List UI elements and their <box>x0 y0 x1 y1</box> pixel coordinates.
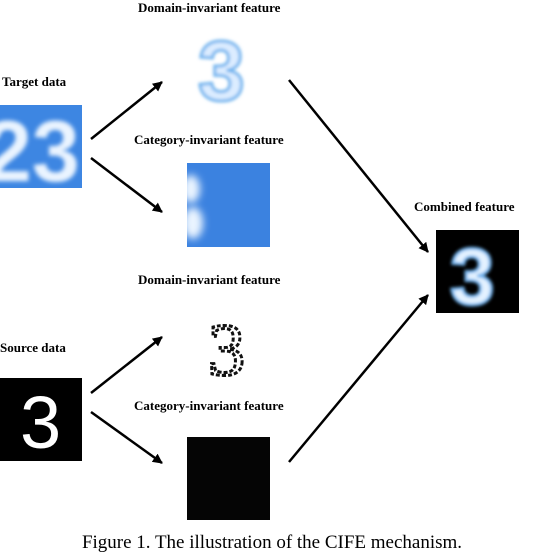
source-digit: 3 <box>20 381 61 461</box>
arrow-domain-to-combined <box>288 79 429 253</box>
target-feature-digit: 3 <box>198 24 245 110</box>
target-feature-digit-graphic: 3 <box>197 24 247 110</box>
source-feature-digit: 3 <box>208 310 245 385</box>
source-category-invariant-label: Category-invariant feature <box>134 398 284 413</box>
arrow-target-to-category <box>90 157 163 213</box>
target-domain-invariant-image: 3 <box>190 24 266 110</box>
target-digits-text: 23 <box>0 105 80 188</box>
source-data-label: Source data <box>0 340 66 355</box>
target-category-blur <box>187 175 203 239</box>
source-category-invariant-image <box>187 437 270 520</box>
target-category-invariant-image <box>187 163 270 247</box>
figure-caption: Figure 1. The illustration of the CIFE m… <box>81 532 463 553</box>
target-category-invariant-label: Category-invariant feature <box>134 132 284 147</box>
source-data-image: 3 <box>0 378 82 461</box>
arrow-source-to-category <box>90 410 163 465</box>
combined-digit-graphic: 3 <box>449 231 497 314</box>
combined-feature-label: Combined feature <box>414 199 515 214</box>
target-digits-graphic: 23 <box>0 105 80 188</box>
arrow-category-to-combined <box>288 294 429 463</box>
target-data-image: 23 <box>0 105 82 188</box>
source-domain-invariant-label: Domain-invariant feature <box>138 272 281 287</box>
combined-digit: 3 <box>450 232 495 313</box>
source-digit-graphic: 3 <box>20 381 61 461</box>
arrow-source-to-domain <box>90 336 163 394</box>
source-feature-digit-graphic: 3 <box>207 309 247 386</box>
target-domain-invariant-label: Domain-invariant feature <box>138 0 281 15</box>
target-data-label: Target data <box>2 74 67 89</box>
combined-feature-image: 3 <box>436 230 519 313</box>
source-domain-invariant-image: 3 <box>196 305 266 385</box>
arrow-target-to-domain <box>90 81 163 140</box>
